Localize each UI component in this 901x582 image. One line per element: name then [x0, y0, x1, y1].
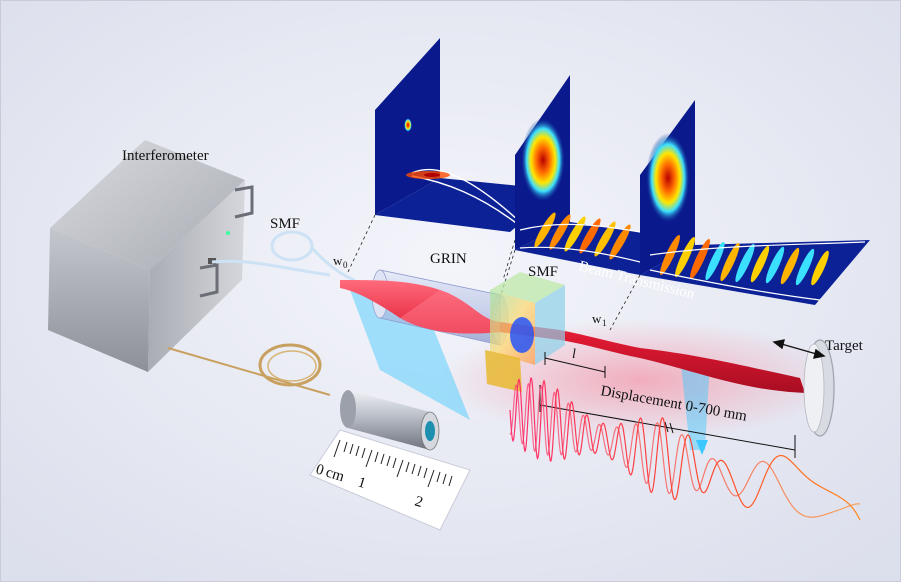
cyan-cone-right: [680, 355, 710, 450]
panel-1-floor: [375, 178, 560, 232]
panel-1-envelope-top: [411, 168, 521, 223]
waveform-trace-2: [509, 382, 861, 518]
target-motion-arrow: [772, 339, 826, 359]
interference-waveform: [509, 376, 861, 521]
ruler-unit: cm: [324, 465, 347, 486]
cyan-cone-left: [350, 290, 470, 420]
ruler-one: 1: [356, 475, 368, 492]
smf-right-label: SMF: [528, 264, 558, 280]
smf-cube: [490, 272, 565, 365]
panel-2-spot: [521, 118, 565, 202]
ruler-ticks: [333, 439, 453, 488]
projection-lines: [347, 214, 641, 331]
collimator-lens: [425, 421, 435, 441]
target-label: Target: [825, 338, 864, 354]
target-mirror: [803, 339, 835, 437]
panel-3-envelope-bottom: [649, 269, 821, 301]
cyan-arrow-tip: [696, 440, 708, 455]
w1-subscript: 1: [602, 318, 607, 328]
l-label: l: [572, 347, 576, 362]
panel-3-spot: [646, 133, 690, 223]
interferometer-label: Interferometer: [122, 148, 209, 164]
grin-label: GRIN: [430, 251, 467, 267]
smf-fiber: [211, 230, 356, 282]
interferometer-device: [48, 140, 254, 372]
status-led: [226, 231, 230, 235]
w0-subscript: 0: [343, 260, 348, 270]
laser-beam: [340, 280, 805, 393]
handle-top: [234, 185, 254, 219]
panel-1-focus-core: [424, 173, 440, 177]
panel-1-spot: [404, 118, 412, 132]
ruler-zero: 0: [314, 462, 326, 479]
handle-bottom: [199, 263, 219, 298]
collimator-cylinder: [340, 390, 440, 451]
l-dimension: [544, 352, 606, 378]
ruler: 0 cm 1 2: [309, 429, 471, 531]
w1-label: w: [592, 311, 602, 326]
beam-transmission-panels: Beam Transmission: [375, 38, 870, 305]
cube-blue-spot: [510, 317, 534, 353]
panel-2-fringes: [534, 212, 631, 260]
panel-3-envelope-top: [649, 241, 866, 256]
w0-label: w: [333, 253, 343, 268]
smf-left-label: SMF: [270, 216, 300, 232]
yellow-plate: [485, 350, 522, 392]
panel-2-envelope-bottom: [519, 246, 641, 263]
ruler-two: 2: [413, 494, 425, 511]
gold-fiber-coil: [167, 343, 331, 396]
panel-2-envelope-top: [519, 223, 641, 233]
